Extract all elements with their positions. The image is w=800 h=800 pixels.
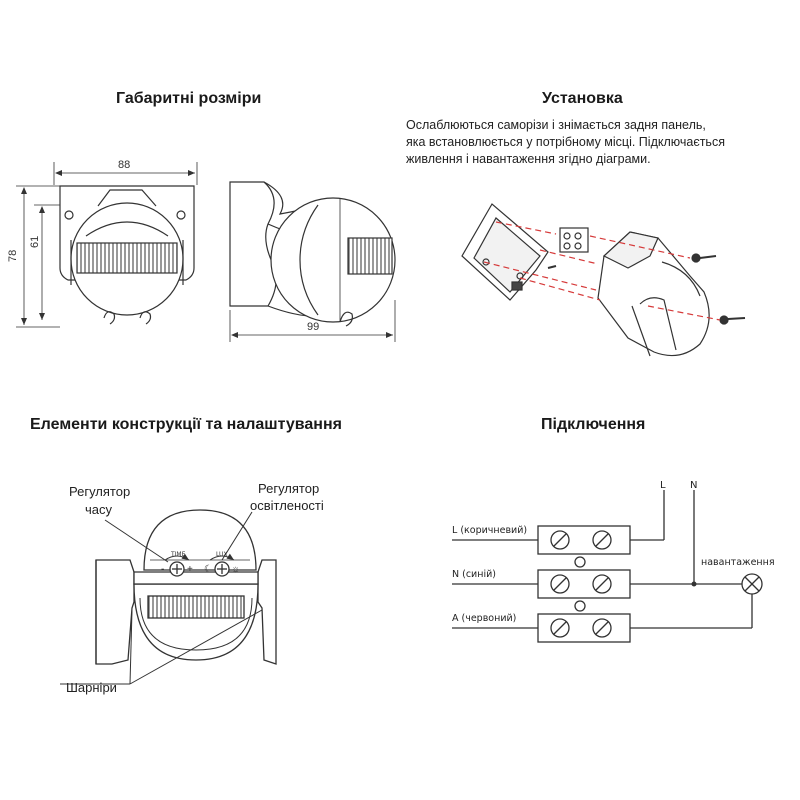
supply-N-label: N: [690, 480, 697, 491]
time-regulator-label-2: часу: [85, 502, 113, 517]
wire-A-label: A (червоний): [452, 613, 516, 624]
installation-line-2: яка встановлюється у потрібному місці. П…: [406, 135, 725, 149]
junction-dot: [691, 581, 697, 587]
height-inner-label: 61: [29, 236, 41, 248]
elements-title: Елементи конструкції та налаштування: [30, 416, 342, 433]
width-label: 88: [118, 159, 130, 171]
installation-line-3: живлення і навантаження згідно діаграми.: [406, 152, 651, 166]
svg-text:-: -: [161, 564, 164, 575]
installation-guide-lines: [483, 221, 721, 321]
installation-line-1: Ослаблюються саморізи і знімається задня…: [406, 118, 706, 132]
light-regulator-label-2: освітленості: [250, 498, 324, 513]
light-regulator-label-1: Регулятор: [258, 481, 319, 496]
wire-N-label: N (синій): [452, 569, 496, 580]
installation-text: Ослаблюються саморізи і знімається задня…: [406, 117, 725, 168]
side-view-drawing: [229, 181, 396, 342]
svg-text:☼: ☼: [231, 564, 240, 575]
wire-L-label: L (коричневий): [452, 525, 527, 536]
hinges-label: Шарніри: [66, 680, 117, 695]
installation-exploded-view: [461, 203, 746, 357]
supply-L-label: L: [660, 480, 666, 491]
time-dial-label: TIME: [170, 551, 186, 558]
time-regulator-label-1: Регулятор: [69, 484, 130, 499]
front-view-drawing: [16, 162, 198, 328]
wiring-diagram: [452, 490, 763, 643]
sensor-settings-drawing: - + ☾ ☼: [60, 509, 277, 685]
depth-label: 99: [307, 321, 319, 333]
svg-text:+: +: [187, 564, 193, 575]
svg-text:☾: ☾: [204, 564, 213, 575]
dimensions-title: Габаритні розміри: [116, 90, 262, 107]
connection-title: Підключення: [541, 416, 646, 433]
lux-dial-label: LUX: [216, 551, 228, 558]
height-outer-label: 78: [7, 250, 19, 262]
installation-title: Установка: [542, 90, 623, 107]
load-label: навантаження: [701, 557, 775, 568]
